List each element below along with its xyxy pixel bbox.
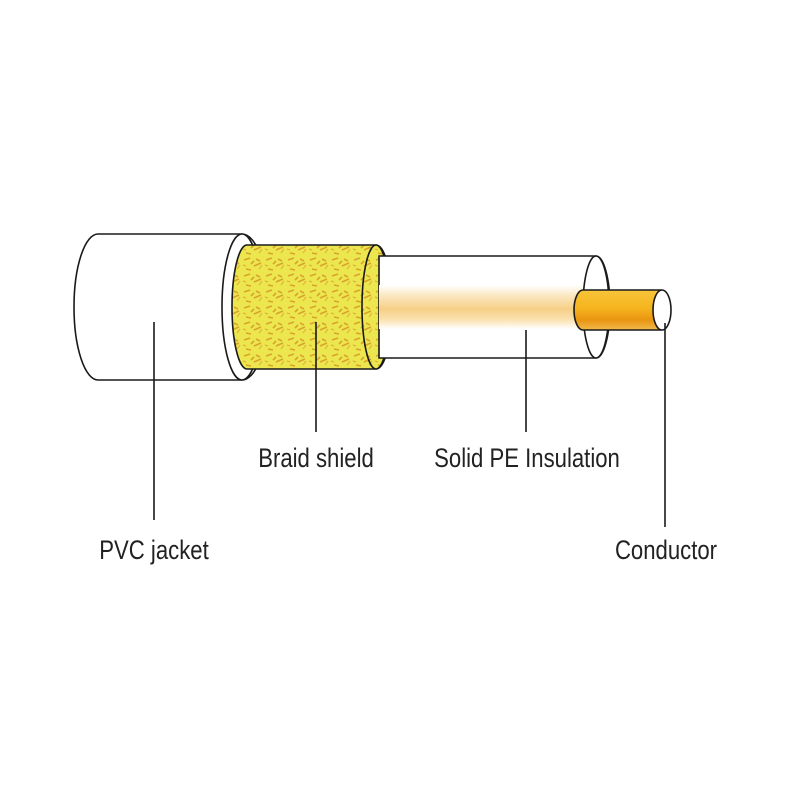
label-conductor: Conductor: [615, 536, 717, 566]
label-pe-insulation: Solid PE Insulation: [434, 444, 620, 474]
braid-shield: [231, 244, 393, 370]
pe-insulation: [378, 255, 611, 359]
label-pvc-jacket: PVC jacket: [99, 536, 209, 566]
conductor: [573, 289, 672, 331]
label-braid-shield: Braid shield: [258, 444, 374, 474]
